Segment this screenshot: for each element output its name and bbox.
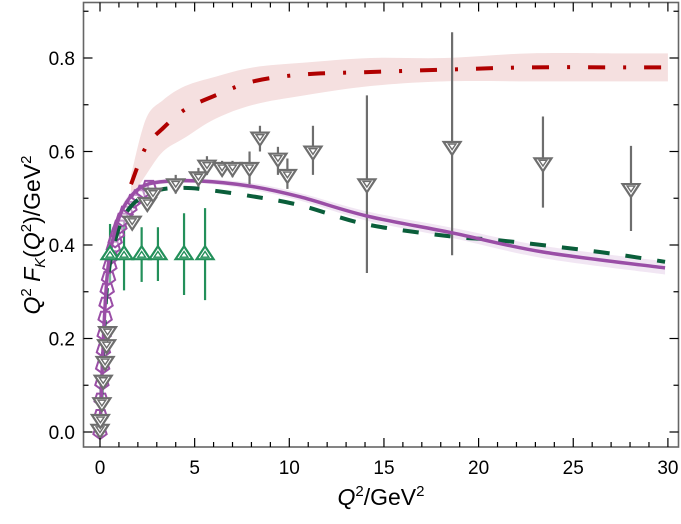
axis-tick-labels: 0 5 10 15 20 25 30 0.0 0.2 0.4 0.6 0.8 xyxy=(49,49,679,479)
y-tick-label: 0.4 xyxy=(49,236,76,257)
x-tick-label: 20 xyxy=(468,458,489,479)
x-tick-label: 0 xyxy=(95,458,106,479)
y-tick-label: 0.6 xyxy=(49,143,75,164)
x-tick-label: 15 xyxy=(373,458,394,479)
y-tick-label: 0.2 xyxy=(49,330,75,351)
axis-ticks xyxy=(83,2,679,447)
x-tick-label: 5 xyxy=(189,458,200,479)
y-tick-label: 0.8 xyxy=(49,49,75,70)
red-uncertainty-band xyxy=(131,52,668,199)
x-tick-label: 30 xyxy=(657,458,678,479)
y-tick-label: 0.0 xyxy=(49,423,75,444)
x-tick-label: 25 xyxy=(563,458,584,479)
plot-area xyxy=(89,32,668,441)
markers-triangles xyxy=(89,131,642,440)
plot-frame xyxy=(82,1,680,448)
red-dash-dot-curve xyxy=(129,65,668,185)
x-axis-title: Q2/GeV2 xyxy=(338,483,425,510)
x-tick-label: 10 xyxy=(279,458,300,479)
y-axis-title: Q2 FK(Q2)/GeV2 xyxy=(18,155,49,314)
